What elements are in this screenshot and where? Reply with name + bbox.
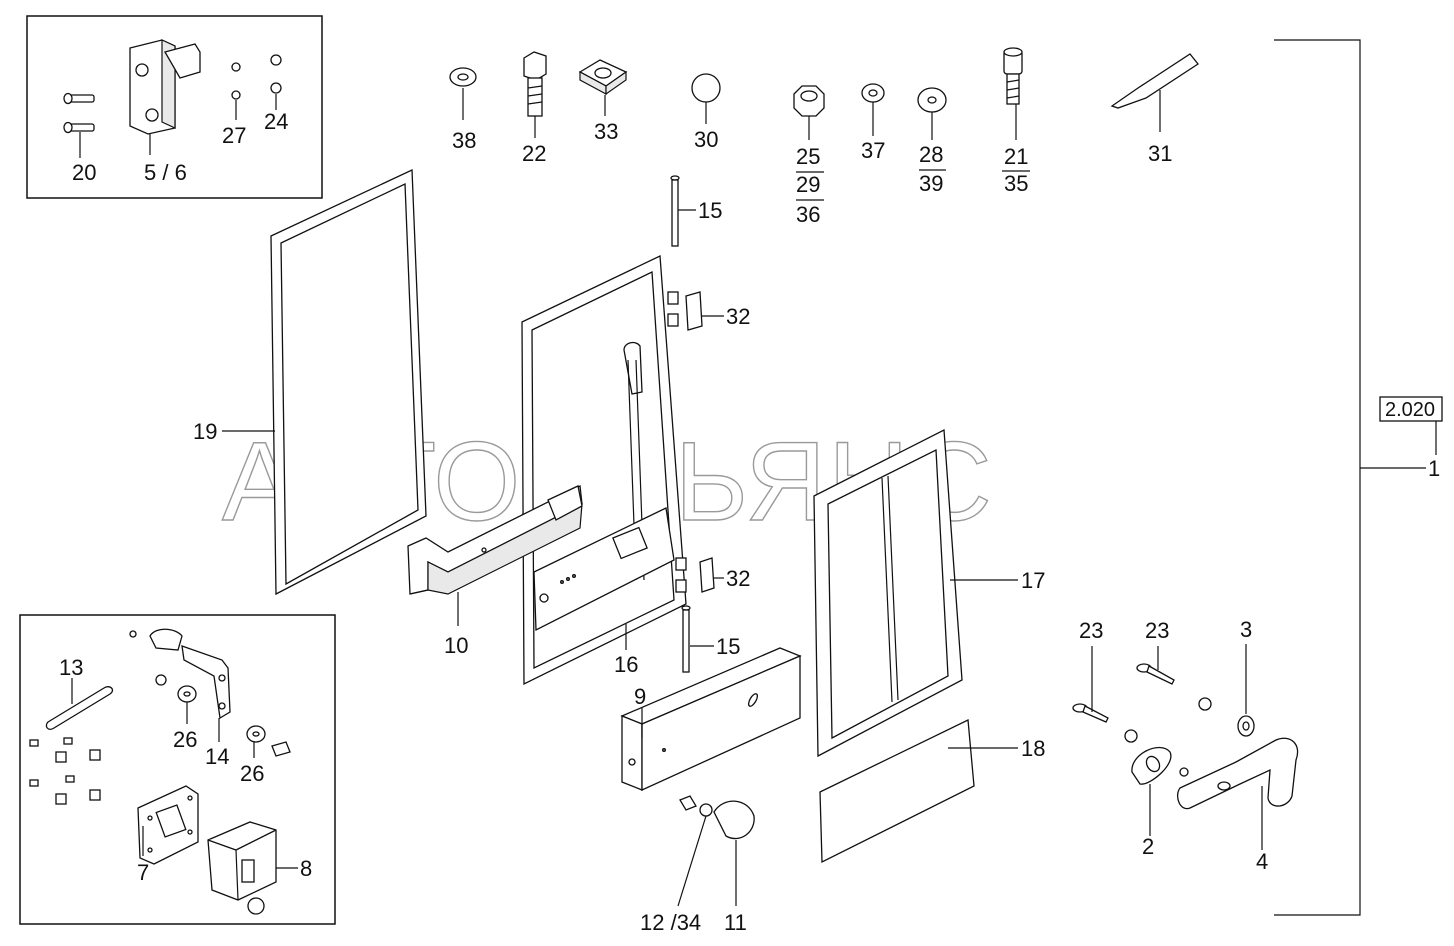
label-7: 7 — [137, 860, 149, 885]
inset-box-hinge — [26, 15, 323, 199]
label-13: 13 — [59, 655, 83, 680]
part-11-knob — [713, 800, 755, 840]
part-32-hinge-bottom — [675, 557, 715, 593]
part-22-hex-bolt — [523, 51, 547, 117]
part-23-screw-right — [1136, 663, 1175, 685]
part-5-6-hinge-block — [129, 39, 201, 135]
label-15-top: 15 — [698, 198, 722, 223]
label-9: 9 — [634, 684, 646, 709]
label-27: 27 — [222, 123, 246, 148]
part-2-rosette — [1131, 746, 1172, 785]
label-26-right: 26 — [240, 761, 264, 786]
part-4-door-handle — [1176, 737, 1299, 810]
part-37-washer — [861, 83, 885, 103]
part-7-lock-plate — [137, 785, 199, 865]
part-19-seal — [270, 168, 427, 596]
label-28: 28 — [919, 142, 943, 167]
label-38: 38 — [452, 128, 476, 153]
part-21-socket-screw — [1003, 47, 1023, 105]
label-25: 25 — [796, 144, 820, 169]
label-35: 35 — [1004, 171, 1028, 196]
label-29: 29 — [796, 172, 820, 197]
label-23-left: 23 — [1079, 618, 1103, 643]
assembly-ref-box — [1379, 396, 1443, 422]
part-25-nut — [793, 85, 825, 117]
label-30: 30 — [694, 127, 718, 152]
label-37: 37 — [861, 138, 885, 163]
label-10: 10 — [444, 633, 468, 658]
assembly-bracket — [1274, 39, 1361, 916]
label-15-bottom: 15 — [716, 634, 740, 659]
part-16-door-panel — [521, 255, 687, 686]
part-38-lock-washer — [449, 67, 477, 87]
part-18-plate — [819, 719, 975, 864]
part-10-bracket — [407, 485, 583, 595]
label-39: 39 — [919, 171, 943, 196]
label-16: 16 — [614, 652, 638, 677]
label-3: 3 — [1240, 617, 1252, 642]
part-27-washers — [231, 62, 241, 100]
label-17: 17 — [1021, 568, 1045, 593]
part-14-lever — [129, 628, 231, 720]
inset-box-lock-parts — [19, 614, 336, 925]
part-26-washers — [155, 674, 291, 757]
part-32-hinge-top — [667, 291, 703, 331]
label-19: 19 — [193, 419, 217, 444]
label-31: 31 — [1148, 141, 1172, 166]
label-20: 20 — [72, 160, 96, 185]
label-11: 11 — [724, 910, 747, 935]
part-9-strip — [620, 647, 802, 792]
label-33: 33 — [594, 119, 618, 144]
part-30-cap — [691, 73, 721, 103]
label-5-6: 5 / 6 — [144, 160, 187, 185]
label-14: 14 — [205, 744, 229, 769]
label-8: 8 — [300, 856, 312, 881]
label-1: 1 — [1428, 456, 1440, 481]
label-26-left: 26 — [173, 727, 197, 752]
small-fasteners — [29, 737, 101, 805]
label-12-34: 12 /34 — [640, 910, 701, 935]
part-13-rod — [45, 686, 114, 730]
label-22: 22 — [522, 141, 546, 166]
label-18: 18 — [1021, 736, 1045, 761]
part-3-escutcheon — [1237, 715, 1255, 737]
assembly-ref: 2.020 — [1385, 399, 1435, 421]
part-17-window — [813, 428, 963, 758]
part-15-pin-bottom — [681, 605, 691, 673]
part-23-screw-left — [1072, 703, 1109, 723]
label-4: 4 — [1256, 849, 1268, 874]
part-20-bolts — [63, 92, 95, 134]
part-31-tube — [1110, 53, 1199, 109]
part-12-34-stud — [679, 795, 713, 817]
label-32-bottom: 32 — [726, 566, 750, 591]
part-8-lock-box — [207, 821, 277, 915]
label-32-top: 32 — [726, 304, 750, 329]
part-lock-washers — [1124, 697, 1212, 743]
label-24: 24 — [264, 109, 288, 134]
part-15-pin-top — [670, 175, 680, 247]
label-36: 36 — [796, 202, 820, 227]
label-21: 21 — [1004, 144, 1028, 169]
part-33-cage-nut — [578, 59, 628, 96]
label-23-right: 23 — [1145, 618, 1169, 643]
label-2: 2 — [1142, 834, 1154, 859]
part-24-nuts — [270, 54, 282, 94]
part-28-washer — [917, 87, 947, 113]
